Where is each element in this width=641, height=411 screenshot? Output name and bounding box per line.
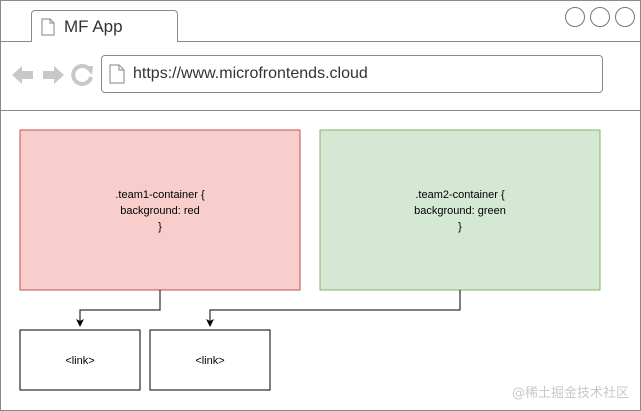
team2-line-1: .team2-container {	[415, 189, 505, 201]
browser-tab[interactable]: MF App	[31, 10, 178, 42]
navigation-bar: https://www.microfrontends.cloud	[1, 42, 640, 111]
link-box: <link>	[149, 329, 271, 391]
team1-line-3: }	[158, 221, 162, 233]
link-box-rect	[19, 329, 141, 391]
url-text: https://www.microfrontends.cloud	[133, 65, 368, 82]
tab-title: MF App	[64, 17, 123, 36]
link-box-label: <link>	[65, 355, 94, 367]
reload-icon[interactable]	[71, 64, 95, 86]
page-icon	[41, 18, 55, 36]
window-control-button[interactable]	[615, 7, 635, 27]
team2-container-box: .team2-container { background: green }	[319, 129, 601, 291]
team1-container-rect	[19, 129, 301, 291]
back-arrow-icon[interactable]	[11, 64, 35, 86]
team1-container-box: .team1-container { background: red }	[19, 129, 301, 291]
address-bar[interactable]: https://www.microfrontends.cloud	[101, 55, 603, 93]
connector-arrow	[206, 290, 461, 327]
tab-bar: MF App	[1, 1, 640, 42]
team1-line-2: background: red	[120, 205, 200, 217]
window-control-button[interactable]	[565, 7, 585, 27]
team2-line-3: }	[458, 221, 462, 233]
team2-line-2: background: green	[414, 205, 506, 217]
window-control-button[interactable]	[590, 7, 610, 27]
link-box: <link>	[19, 329, 141, 391]
forward-arrow-icon[interactable]	[41, 64, 65, 86]
link-box-rect	[149, 329, 271, 391]
connector-arrow	[76, 290, 161, 327]
team1-line-1: .team1-container {	[115, 189, 205, 201]
link-box-label: <link>	[195, 355, 224, 367]
watermark: @稀土掘金技术社区	[511, 386, 629, 401]
team2-container-rect	[319, 129, 601, 291]
page-icon	[109, 64, 125, 84]
